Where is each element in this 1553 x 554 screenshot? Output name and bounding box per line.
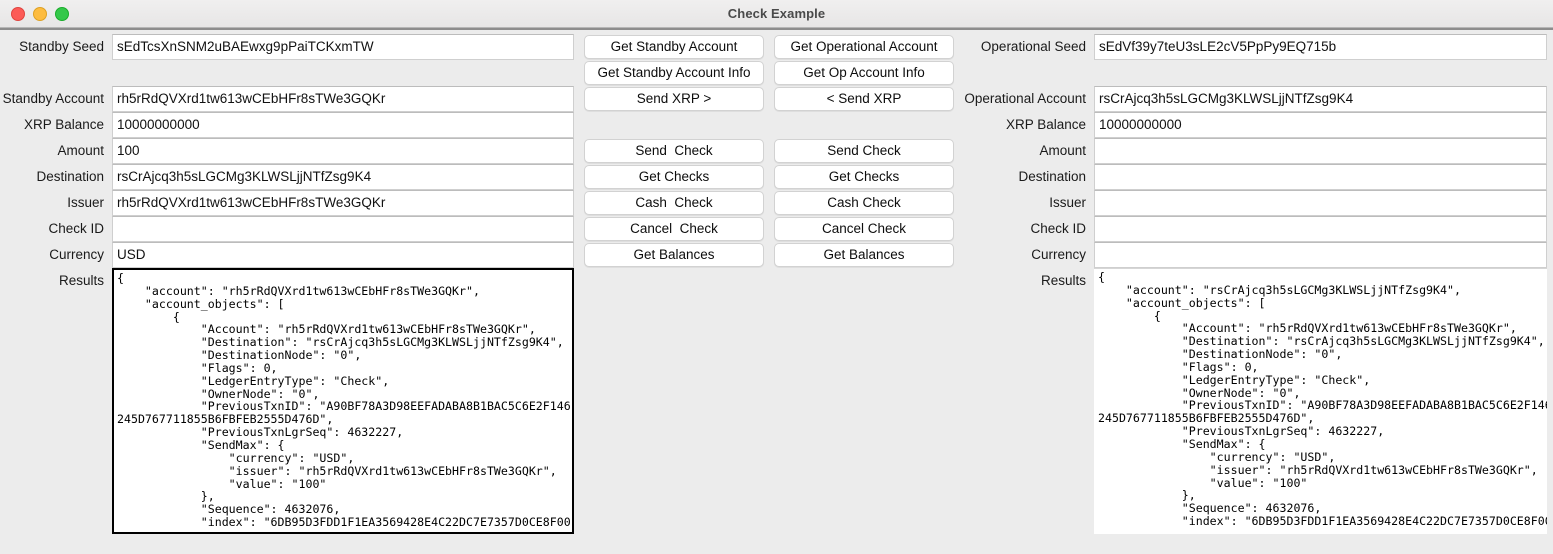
gutter [954, 138, 964, 164]
operational-currency-input[interactable] [1094, 242, 1547, 268]
standby-balance-input[interactable]: 10000000000 [112, 112, 574, 138]
title-bar: Check Example [0, 0, 1553, 28]
gutter [764, 216, 774, 242]
gutter [574, 60, 584, 86]
operational-checkid-label: Check ID [1030, 221, 1086, 236]
send-xrp-right-button[interactable]: Send XRP > [584, 87, 764, 111]
gutter [774, 268, 954, 534]
operational-results-label: Results [1040, 273, 1086, 288]
gutter [764, 268, 774, 534]
standby-destination-input[interactable]: rsCrAjcq3h5sLGCMg3KLWSLjjNTfZsg9K4 [112, 164, 574, 190]
standby-account-input[interactable]: rh5rRdQVXrd1tw613wCEbHFr8sTWe3GQKr [112, 86, 574, 112]
gutter [954, 242, 964, 268]
standby-currency-label: Currency [49, 247, 104, 262]
gutter [764, 164, 774, 190]
gutter [954, 164, 964, 190]
row-spacer [112, 60, 574, 86]
gutter [574, 190, 584, 216]
standby-checkid-label: Check ID [48, 221, 104, 236]
standby-get-balances-button[interactable]: Get Balances [584, 243, 764, 267]
gutter [764, 60, 774, 86]
standby-account-label: Standby Account [2, 91, 104, 106]
operational-issuer-input[interactable] [1094, 190, 1547, 216]
operational-get-balances-button[interactable]: Get Balances [774, 243, 954, 267]
gutter [764, 138, 774, 164]
window-controls [0, 6, 69, 21]
main-content: Standby Seed sEdTcsXnSNM2uBAEwxg9pPaiTCK… [0, 28, 1553, 554]
standby-currency-input[interactable]: USD [112, 242, 574, 268]
form-grid: Standby Seed sEdTcsXnSNM2uBAEwxg9pPaiTCK… [0, 30, 1553, 534]
standby-amount-input[interactable]: 100 [112, 138, 574, 164]
operational-seed-input[interactable]: sEdVf39y7teU3sLE2cV5PpPy9EQ715b [1094, 34, 1547, 60]
operational-cancel-check-button[interactable]: Cancel Check [774, 217, 954, 241]
gutter [574, 34, 584, 60]
send-xrp-left-button[interactable]: < Send XRP [774, 87, 954, 111]
row-spacer-label [0, 60, 112, 86]
operational-destination-label: Destination [1018, 169, 1086, 184]
gutter [574, 86, 584, 112]
gutter [954, 86, 964, 112]
gutter [954, 190, 964, 216]
operational-issuer-label: Issuer [1049, 195, 1086, 210]
standby-results-textarea[interactable]: { "account": "rh5rRdQVXrd1tw613wCEbHFr8s… [112, 268, 574, 534]
gutter [764, 242, 774, 268]
operational-currency-label: Currency [1031, 247, 1086, 262]
standby-issuer-input[interactable]: rh5rRdQVXrd1tw613wCEbHFr8sTWe3GQKr [112, 190, 574, 216]
standby-cash-check-button[interactable]: Cash Check [584, 191, 764, 215]
close-icon[interactable] [11, 6, 25, 21]
gutter [584, 268, 764, 534]
gutter [574, 112, 584, 138]
get-op-account-info-button[interactable]: Get Op Account Info [774, 61, 954, 85]
standby-cancel-check-button[interactable]: Cancel Check [584, 217, 764, 241]
get-standby-account-button[interactable]: Get Standby Account [584, 35, 764, 59]
get-operational-account-button[interactable]: Get Operational Account [774, 35, 954, 59]
standby-issuer-label: Issuer [67, 195, 104, 210]
operational-cash-check-button[interactable]: Cash Check [774, 191, 954, 215]
standby-send-check-button[interactable]: Send Check [584, 139, 764, 163]
operational-account-input[interactable]: rsCrAjcq3h5sLGCMg3KLWSLjjNTfZsg9K4 [1094, 86, 1547, 112]
operational-send-check-button[interactable]: Send Check [774, 139, 954, 163]
standby-seed-input[interactable]: sEdTcsXnSNM2uBAEwxg9pPaiTCKxmTW [112, 34, 574, 60]
standby-amount-label: Amount [57, 143, 104, 158]
gutter [954, 34, 964, 60]
operational-account-label: Operational Account [964, 91, 1086, 106]
operational-destination-input[interactable] [1094, 164, 1547, 190]
gutter [954, 268, 964, 534]
standby-get-checks-button[interactable]: Get Checks [584, 165, 764, 189]
gutter [574, 216, 584, 242]
gutter [764, 190, 774, 216]
operational-checkid-input[interactable] [1094, 216, 1547, 242]
operational-amount-label: Amount [1039, 143, 1086, 158]
row-spacer [1094, 60, 1547, 86]
standby-results-label: Results [58, 273, 104, 288]
gutter [574, 268, 584, 534]
standby-checkid-input[interactable] [112, 216, 574, 242]
operational-get-checks-button[interactable]: Get Checks [774, 165, 954, 189]
window-title: Check Example [727, 6, 826, 21]
operational-amount-input[interactable] [1094, 138, 1547, 164]
standby-balance-label: XRP Balance [23, 117, 104, 132]
gutter [954, 216, 964, 242]
gutter [574, 242, 584, 268]
row-spacer-label [964, 60, 1094, 86]
maximize-icon[interactable] [55, 6, 69, 21]
gutter [574, 138, 584, 164]
standby-seed-label: Standby Seed [19, 39, 104, 54]
get-standby-account-info-button[interactable]: Get Standby Account Info [584, 61, 764, 85]
gutter [574, 164, 584, 190]
gutter [764, 112, 774, 138]
gutter [764, 34, 774, 60]
operational-balance-label: XRP Balance [1005, 117, 1086, 132]
operational-balance-input[interactable]: 10000000000 [1094, 112, 1547, 138]
gutter [954, 112, 964, 138]
operational-results-textarea[interactable]: { "account": "rsCrAjcq3h5sLGCMg3KLWSLjjN… [1094, 268, 1547, 534]
gutter [764, 86, 774, 112]
operational-seed-label: Operational Seed [980, 39, 1086, 54]
minimize-icon[interactable] [33, 6, 47, 21]
gutter [954, 60, 964, 86]
standby-destination-label: Destination [36, 169, 104, 184]
